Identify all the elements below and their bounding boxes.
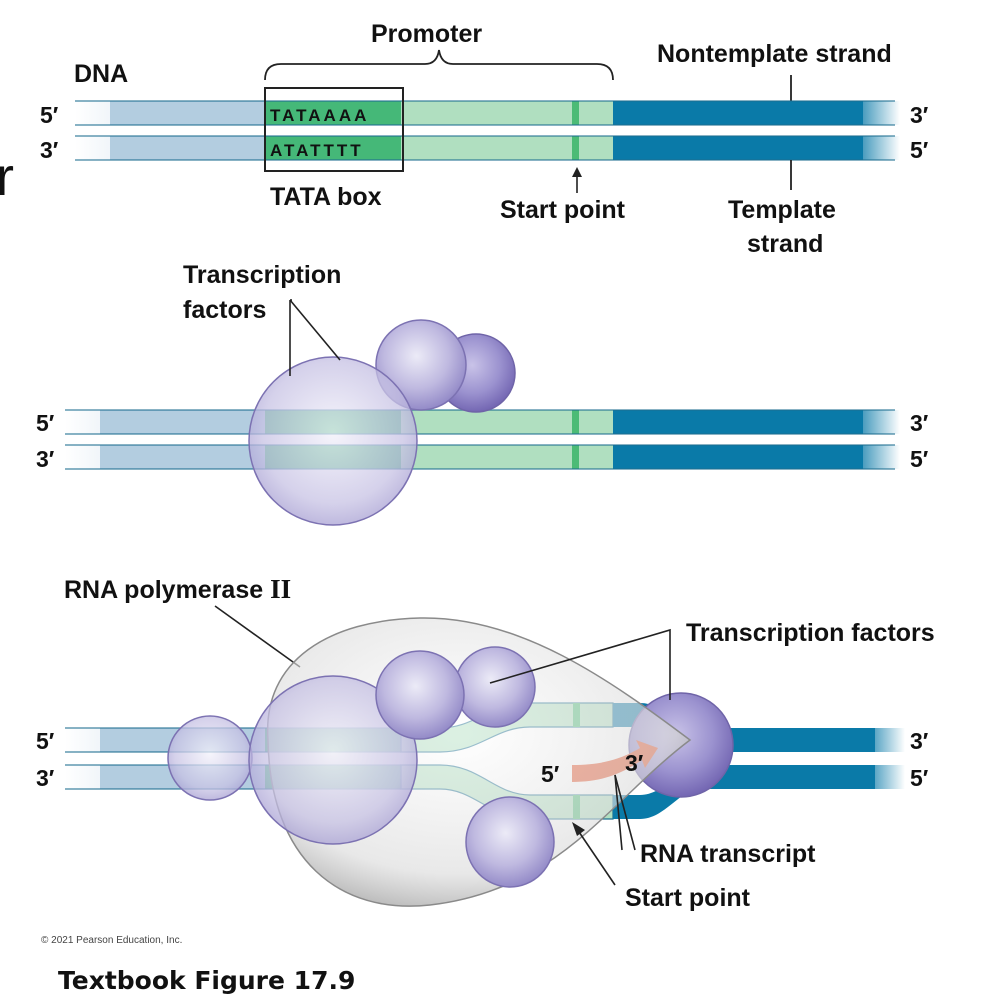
left-top-end-label: 5′: [36, 410, 55, 436]
start-point-label: Start point: [500, 196, 626, 224]
stray-letter: r: [0, 147, 14, 207]
tata-box-fill-bottom: [265, 136, 401, 160]
left-bottom-end-label: 3′: [36, 765, 55, 791]
right-bottom-end-label: 5′: [910, 765, 929, 791]
right-top-end-label: 3′: [910, 102, 929, 128]
rna-transcript-pointer-line: [614, 774, 636, 851]
start-point-pointer-line: [574, 825, 616, 886]
panel-promoter: DNA Promoter Nontemplate strand: [40, 20, 929, 258]
transcription-factor-protein: [465, 796, 555, 888]
tata-binding-transcription-factor: [248, 356, 418, 526]
figure-caption: Textbook Figure 17.9: [58, 966, 355, 995]
dna-label: DNA: [74, 60, 128, 88]
transcription-factor-protein: [167, 715, 253, 801]
template-strand-label-line2: strand: [747, 230, 823, 258]
transcription-factor-protein: [454, 646, 536, 728]
right-top-end-label: 3′: [910, 410, 929, 436]
copyright-notice: © 2021 Pearson Education, Inc.: [41, 935, 182, 946]
tf-pointer-line: [489, 628, 671, 700]
right-top-end-label: 3′: [910, 728, 929, 754]
tata-box-outline: [264, 87, 404, 172]
start-point-mark-bottom: [572, 136, 579, 160]
tf-label-line1: Transcription: [183, 261, 341, 289]
tata-sequence-top: TATAAAA: [270, 106, 369, 125]
rna-transcript-pointer-line: [614, 774, 623, 851]
rna-transcript-label: RNA transcript: [640, 840, 816, 868]
rna-5-end-label: 5′: [541, 761, 560, 787]
promoter-label: Promoter: [371, 20, 482, 48]
panel-transcription-factors-bind: Transcription factors: [36, 261, 929, 526]
right-bottom-end-label: 5′: [910, 446, 929, 472]
rna-polymerase-label: RNA polymerase II: [64, 574, 291, 604]
tata-box-label: TATA box: [270, 183, 382, 211]
right-bottom-end-label: 5′: [910, 137, 929, 163]
left-bottom-end-label: 3′: [40, 137, 59, 163]
rna-3-end-label: 3′: [625, 750, 644, 776]
dna-top-strand: [65, 409, 900, 435]
dna-bottom-strand: [75, 135, 900, 161]
left-top-end-label: 5′: [40, 102, 59, 128]
tf-label-line2: factors: [183, 296, 266, 324]
tata-box-fill-top: [265, 101, 401, 125]
start-point-mark-top: [572, 101, 579, 125]
tf-label: Transcription factors: [686, 619, 935, 647]
left-bottom-end-label: 3′: [36, 446, 55, 472]
panel-initiation-complex: RNA polymerase II Transcription factors: [36, 574, 935, 912]
template-strand-label-line1: Template: [728, 196, 836, 224]
transcription-factor-protein: [375, 650, 465, 740]
promoter-brace: [264, 49, 614, 81]
nontemplate-strand-label: Nontemplate strand: [657, 40, 892, 68]
left-top-end-label: 5′: [36, 728, 55, 754]
dna-bottom-strand: [65, 444, 900, 470]
start-point-arrowhead: [572, 167, 582, 177]
dna-top-strand: [75, 100, 900, 126]
start-point-label: Start point: [625, 884, 751, 912]
start-point-arrowhead: [572, 822, 585, 836]
tata-binding-transcription-factor: [248, 675, 418, 845]
tata-sequence-bottom: ATATTTT: [270, 141, 364, 160]
polymerase-pointer-line: [214, 605, 301, 668]
tf-pointer-line: [289, 299, 341, 361]
